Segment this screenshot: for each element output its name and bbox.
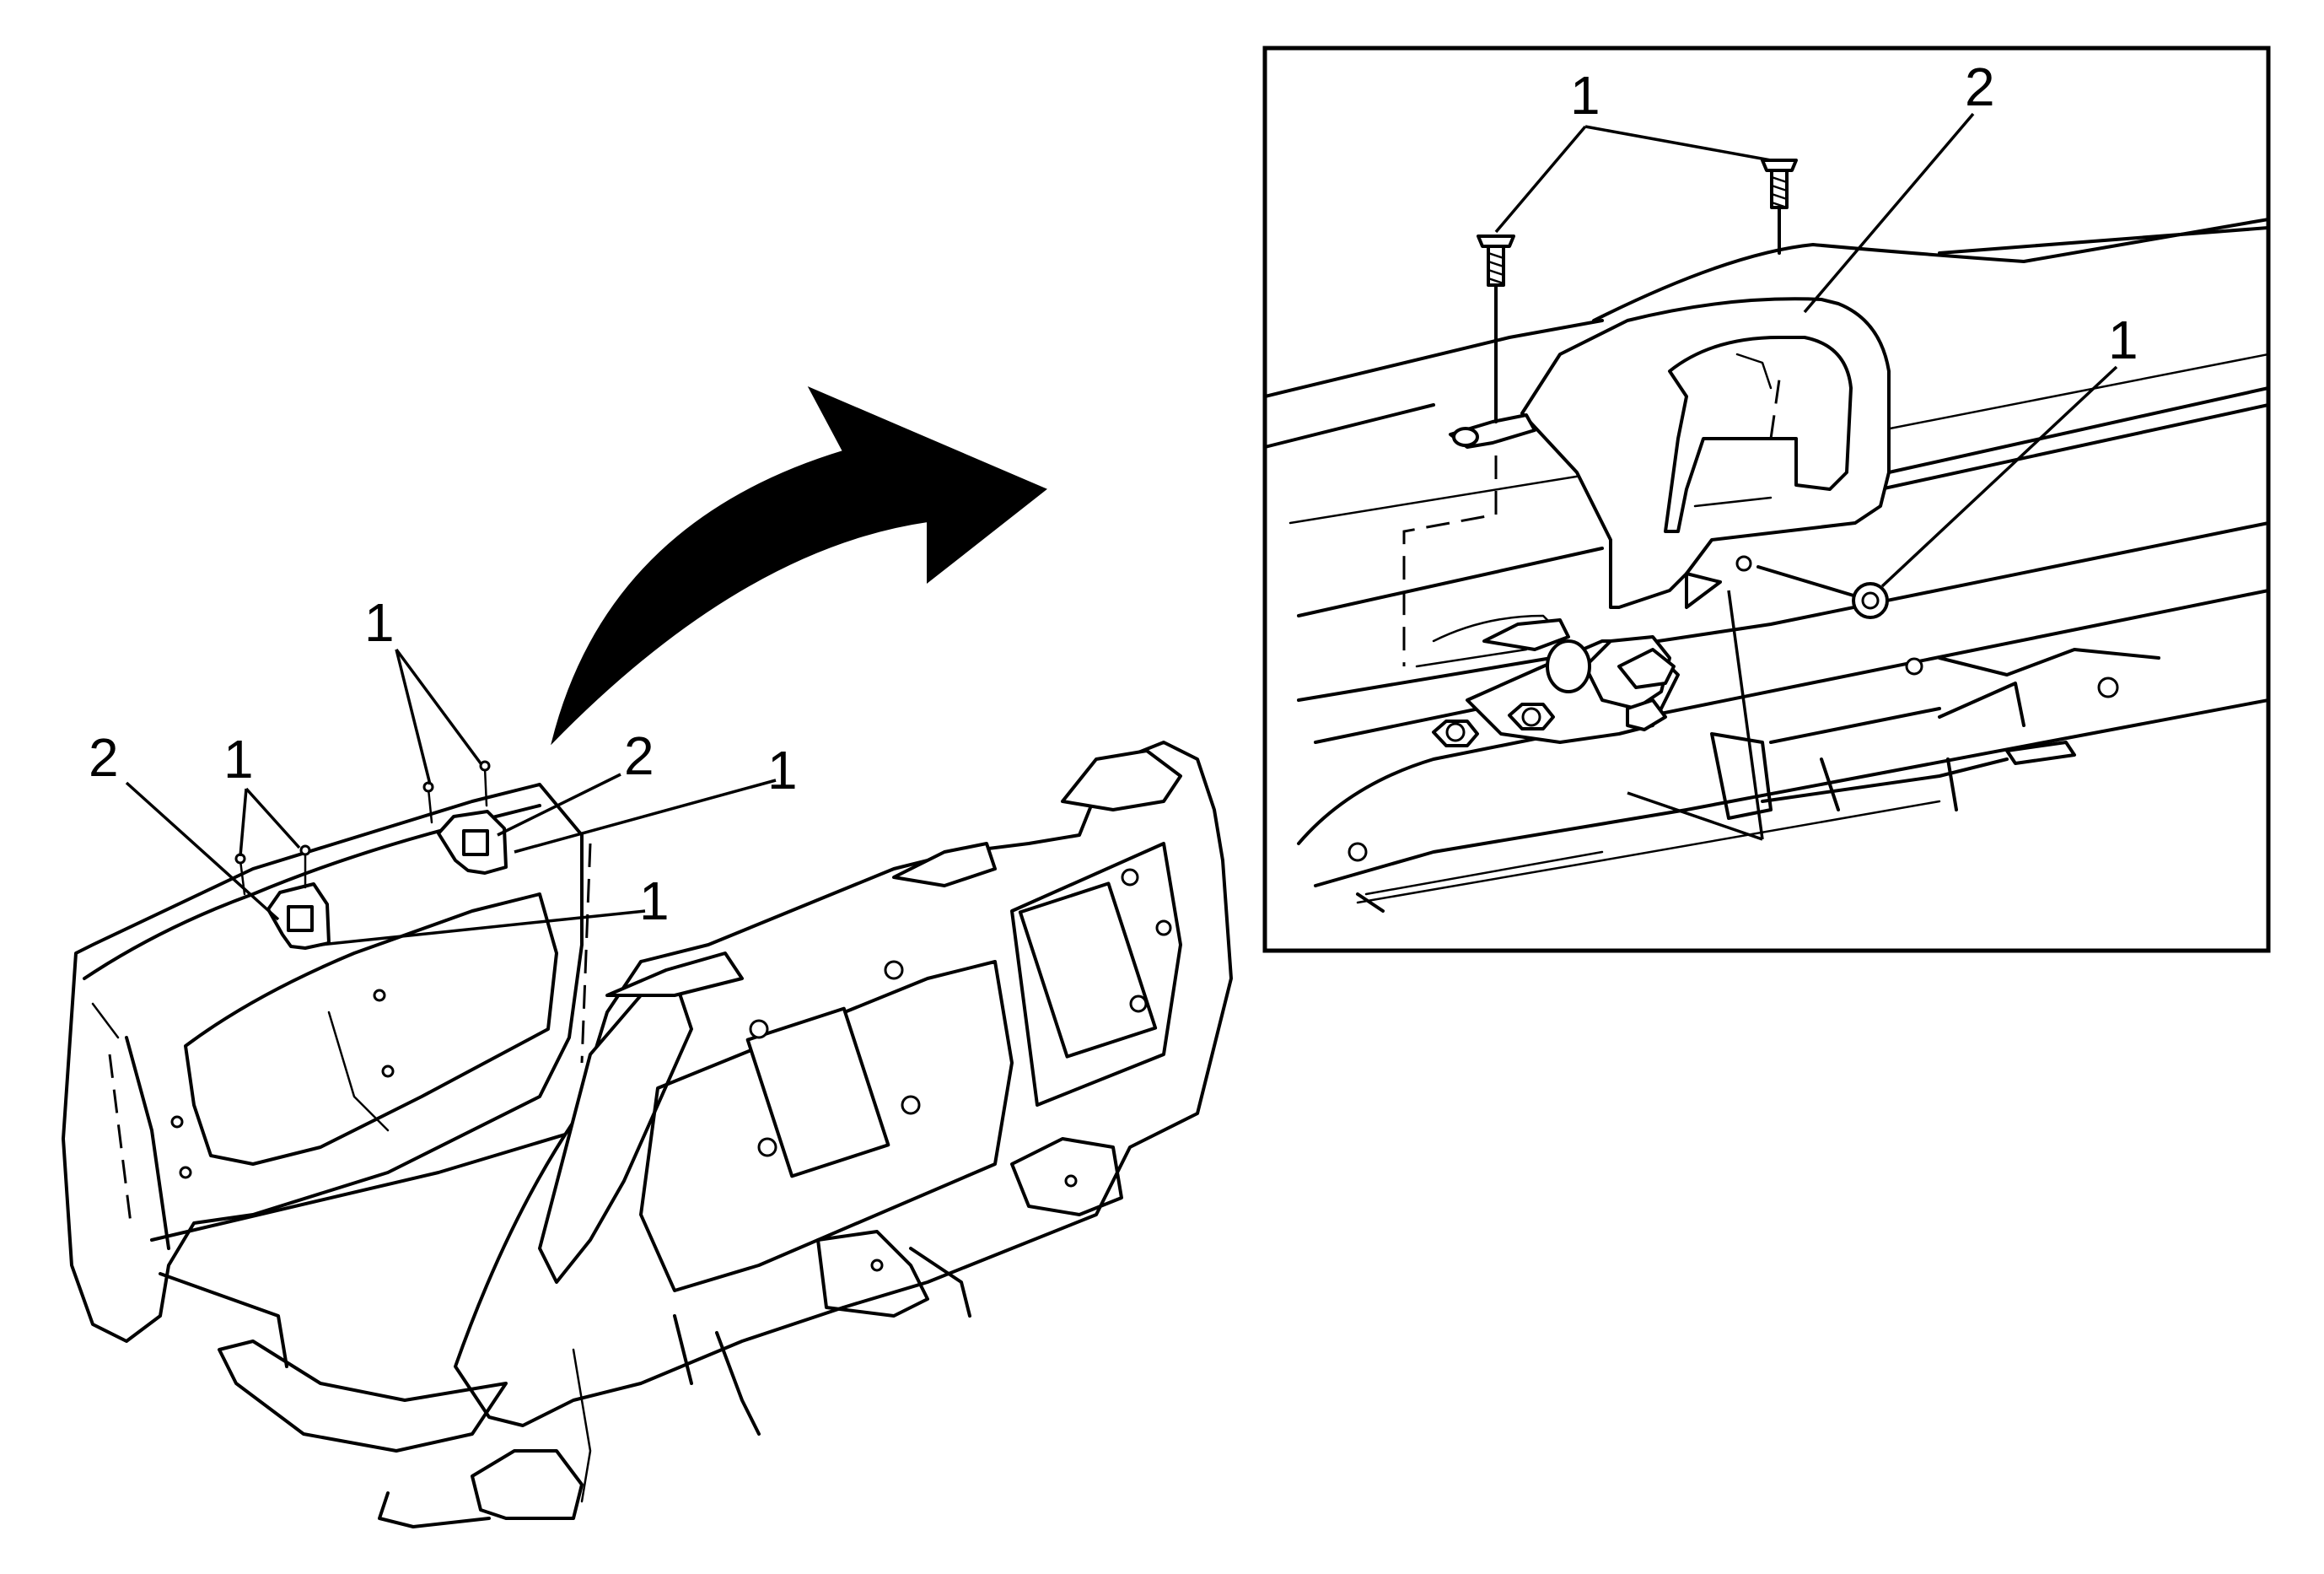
detail-callouts: 1 2 1 <box>1570 57 2138 370</box>
callout-detail-bolt: 1 <box>2108 310 2138 370</box>
leader-lines <box>125 112 2118 946</box>
callout-fastener-right-mid: 1 <box>767 740 798 800</box>
callout-fastener-left-b: 1 <box>639 871 670 931</box>
curved-arrow-icon <box>551 385 1047 746</box>
seat-back-frame <box>62 783 609 1368</box>
callout-fastener-right-top: 1 <box>364 592 395 653</box>
seat-latch <box>1415 614 1680 747</box>
trim-cover-right <box>437 810 508 875</box>
callout-trim-right: 2 <box>624 725 654 786</box>
detail-fasteners <box>1402 159 1889 666</box>
callout-detail-retainers: 1 <box>1570 65 1600 126</box>
detail-inset <box>1262 46 2271 953</box>
seat-cushion-frame <box>218 741 1233 1528</box>
rear-seat-assembly-overview <box>62 741 1233 1528</box>
overview-fasteners <box>234 760 491 896</box>
overview-callouts: 1 1 2 2 1 1 <box>89 592 798 931</box>
callout-fastener-left-a: 1 <box>223 729 254 790</box>
callout-detail-trim: 2 <box>1965 57 1995 117</box>
trim-cover-detail <box>1449 297 1891 609</box>
callout-trim-left: 2 <box>89 727 119 788</box>
